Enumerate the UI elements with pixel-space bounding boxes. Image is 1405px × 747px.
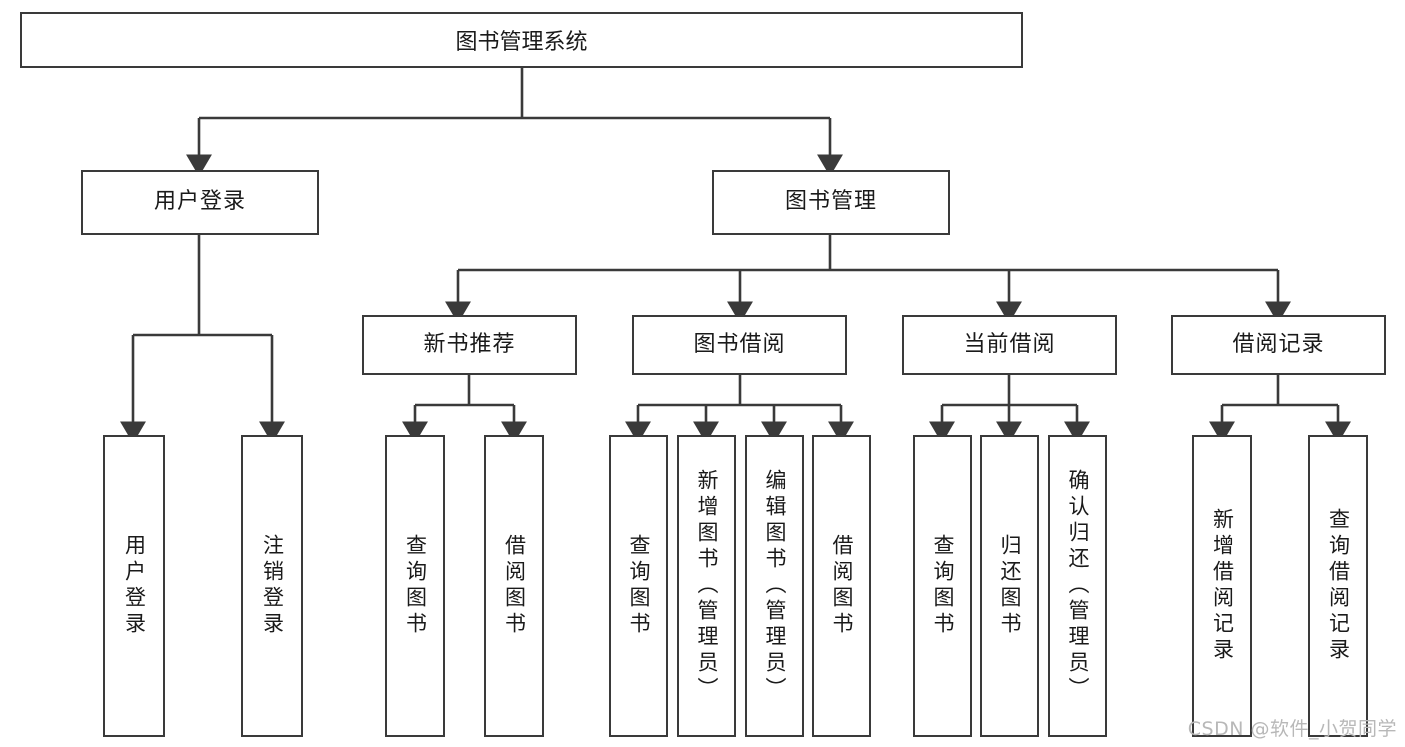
- node-leaf-user-login-label: 用户登录: [122, 534, 147, 638]
- node-current-borrow-label: 当前借阅: [963, 331, 1056, 357]
- watermark: CSDN @软件_小贺同学: [1187, 718, 1397, 740]
- node-leaf-return-book-label: 归还图书: [998, 534, 1022, 638]
- node-leaf-borrow-book-2[interactable]: 借阅图书: [812, 435, 871, 737]
- node-leaf-query-book-3-label: 查询图书: [931, 534, 955, 638]
- node-book-manage[interactable]: 图书管理: [712, 170, 950, 235]
- node-borrow-record-label: 借阅记录: [1232, 331, 1325, 357]
- node-root[interactable]: 图书管理系统: [20, 12, 1023, 68]
- node-leaf-logout[interactable]: 注销登录: [241, 435, 303, 737]
- node-leaf-query-book-1-label: 查询图书: [403, 534, 428, 638]
- node-user-login[interactable]: 用户登录: [81, 170, 319, 235]
- node-leaf-borrow-book-1[interactable]: 借阅图书: [484, 435, 544, 737]
- node-leaf-borrow-book-2-label: 借阅图书: [830, 534, 854, 638]
- node-new-book-rec[interactable]: 新书推荐: [362, 315, 577, 375]
- node-user-login-label: 用户登录: [153, 189, 246, 215]
- node-leaf-user-login[interactable]: 用户登录: [103, 435, 165, 737]
- node-book-borrow[interactable]: 图书借阅: [632, 315, 847, 375]
- node-leaf-query-book-2[interactable]: 查询图书: [609, 435, 668, 737]
- node-borrow-record[interactable]: 借阅记录: [1171, 315, 1386, 375]
- node-leaf-query-record-label: 查询借阅记录: [1326, 508, 1351, 664]
- node-leaf-edit-book[interactable]: 编辑图书（管理员）: [745, 435, 804, 737]
- node-leaf-edit-book-label: 编辑图书（管理员）: [763, 469, 787, 703]
- node-leaf-borrow-book-1-label: 借阅图书: [502, 534, 527, 638]
- node-leaf-add-record[interactable]: 新增借阅记录: [1192, 435, 1252, 737]
- node-leaf-logout-label: 注销登录: [260, 534, 285, 638]
- node-leaf-query-book-2-label: 查询图书: [627, 534, 651, 638]
- node-leaf-add-book-label: 新增图书（管理员）: [695, 469, 719, 703]
- node-leaf-add-book[interactable]: 新增图书（管理员）: [677, 435, 736, 737]
- node-leaf-query-book-3[interactable]: 查询图书: [913, 435, 972, 737]
- node-root-label: 图书管理系统: [455, 30, 588, 55]
- node-leaf-add-record-label: 新增借阅记录: [1210, 508, 1235, 664]
- node-leaf-return-book[interactable]: 归还图书: [980, 435, 1039, 737]
- node-current-borrow[interactable]: 当前借阅: [902, 315, 1117, 375]
- node-new-book-rec-label: 新书推荐: [423, 331, 516, 357]
- node-leaf-query-book-1[interactable]: 查询图书: [385, 435, 445, 737]
- node-leaf-confirm-return-label: 确认归还（管理员）: [1066, 469, 1090, 703]
- node-book-manage-label: 图书管理: [784, 189, 877, 215]
- node-leaf-query-record[interactable]: 查询借阅记录: [1308, 435, 1368, 737]
- node-leaf-confirm-return[interactable]: 确认归还（管理员）: [1048, 435, 1107, 737]
- node-book-borrow-label: 图书借阅: [693, 331, 786, 357]
